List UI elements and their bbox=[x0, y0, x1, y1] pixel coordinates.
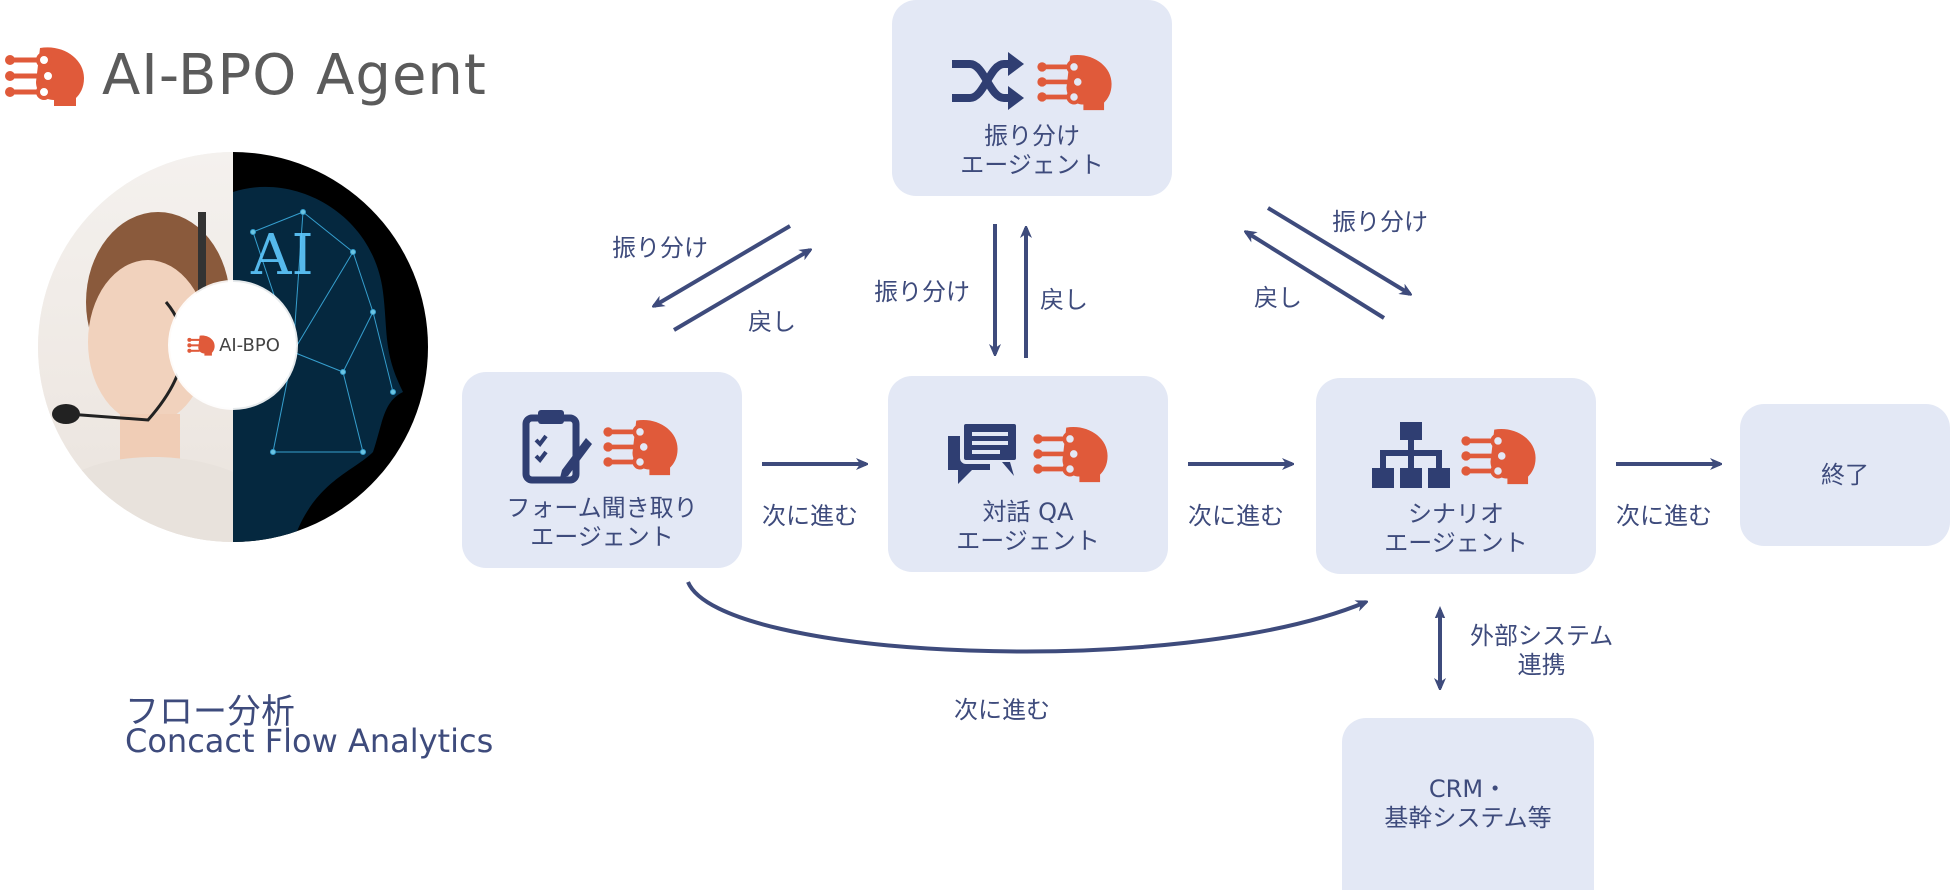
arrow-dist-to-scenario bbox=[1266, 206, 1410, 294]
arrow-form-to-dist bbox=[654, 224, 792, 306]
node-label: シナリオ エージェント bbox=[1384, 500, 1528, 557]
chat-icon bbox=[948, 420, 1020, 484]
node-distribution-agent: 振り分け エージェント bbox=[892, 0, 1172, 196]
badge-text: AI-BPO bbox=[219, 334, 280, 356]
operator-ai-portrait: AI AI-BPO bbox=[38, 152, 428, 542]
node-label: 終了 bbox=[1821, 460, 1869, 489]
node-form-agent: フォーム聞き取り エージェント bbox=[462, 372, 742, 568]
footer-title-en: Concact Flow Analytics bbox=[125, 722, 494, 760]
node-icons bbox=[948, 50, 1116, 112]
node-label: 振り分け エージェント bbox=[960, 122, 1104, 179]
ai-head-icon bbox=[187, 335, 215, 356]
brand-header: AI-BPO Agent bbox=[0, 40, 487, 110]
node-icons bbox=[944, 418, 1112, 488]
node-label: フォーム聞き取り エージェント bbox=[506, 494, 698, 551]
ai-head-icon bbox=[1037, 54, 1112, 111]
ai-head-icon bbox=[1461, 428, 1536, 485]
brand-title: AI-BPO Agent bbox=[102, 42, 487, 108]
node-qa-agent: 対話 QA エージェント bbox=[888, 376, 1168, 572]
edge-label-scenario-to-end: 次に進む bbox=[1616, 502, 1712, 530]
edge-label-qa-to-dist: 戻し bbox=[1040, 286, 1088, 314]
footer-title-jp: フロー分析 bbox=[125, 692, 295, 732]
edge-label-scenario-crm: 外部システム 連携 bbox=[1470, 622, 1614, 679]
arrow-scenario-to-dist bbox=[1246, 232, 1386, 320]
node-icons bbox=[1372, 420, 1540, 490]
ai-head-icon bbox=[5, 47, 84, 106]
edge-label-dist-to-qa: 振り分け bbox=[874, 278, 970, 306]
arrow-dist-to-form bbox=[672, 250, 810, 332]
edge-label-form-to-qa: 次に進む bbox=[762, 502, 858, 530]
edge-label-dist-to-scenario: 振り分け bbox=[1332, 208, 1428, 236]
arrow-form-to-scenario bbox=[686, 581, 1366, 654]
edge-label-dist-to-form: 戻し bbox=[748, 308, 796, 336]
node-label: CRM・ 基幹システム等 bbox=[1384, 775, 1552, 832]
clipboard-icon bbox=[522, 410, 592, 484]
node-crm-systems: CRM・ 基幹システム等 bbox=[1342, 718, 1594, 890]
ai-bpo-badge: AI-BPO bbox=[170, 282, 296, 408]
org-chart-icon bbox=[1372, 422, 1450, 488]
node-scenario-agent: シナリオ エージェント bbox=[1316, 378, 1596, 574]
node-icons bbox=[522, 408, 682, 484]
edge-label-form-to-dist: 振り分け bbox=[612, 234, 708, 262]
node-label: 対話 QA エージェント bbox=[956, 498, 1100, 555]
ai-head-icon bbox=[603, 419, 678, 476]
ai-head-icon bbox=[1033, 426, 1108, 483]
node-end: 終了 bbox=[1740, 404, 1950, 546]
edge-label-qa-to-scenario: 次に進む bbox=[1188, 502, 1284, 530]
edge-label-form-to-scenario: 次に進む bbox=[954, 696, 1050, 724]
shuffle-icon bbox=[952, 52, 1024, 110]
edge-label-scenario-to-dist: 戻し bbox=[1254, 284, 1302, 312]
ai-text: AI bbox=[250, 223, 314, 288]
